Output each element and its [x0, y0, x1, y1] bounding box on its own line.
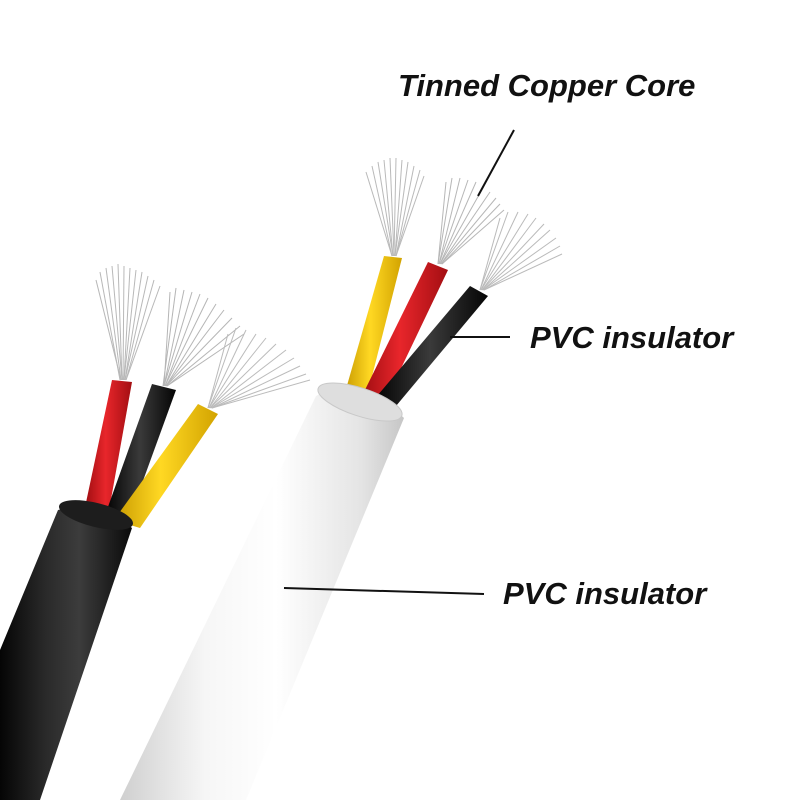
right-white-sheath: [120, 387, 404, 800]
right-black-strands: [479, 211, 563, 291]
right-sheath-opening: [317, 382, 403, 422]
right-yellow-strands: [365, 157, 425, 257]
black-sheathed-cable: [0, 263, 311, 800]
left-red-strands: [95, 263, 161, 381]
left-sheath-opening: [59, 500, 133, 530]
sheath-insulator-leader-line: [283, 587, 485, 595]
left-yellow-strands: [207, 327, 311, 409]
left-black-sheath: [0, 507, 132, 800]
core-leader-line: [477, 129, 515, 197]
left-yellow-wire: [114, 404, 218, 528]
sheath-insulator-label: PVC insulator: [503, 576, 707, 611]
wire-insulator-label: PVC insulator: [530, 320, 734, 355]
core-label: Tinned Copper Core: [398, 68, 696, 103]
left-red-wire: [84, 380, 132, 516]
left-black-strands: [162, 287, 245, 387]
right-red-wire: [360, 262, 448, 404]
right-red-strands: [437, 177, 505, 265]
left-black-wire: [104, 384, 176, 522]
white-sheathed-cable: [120, 157, 563, 800]
right-yellow-wire: [344, 256, 402, 400]
right-black-wire: [372, 286, 488, 406]
